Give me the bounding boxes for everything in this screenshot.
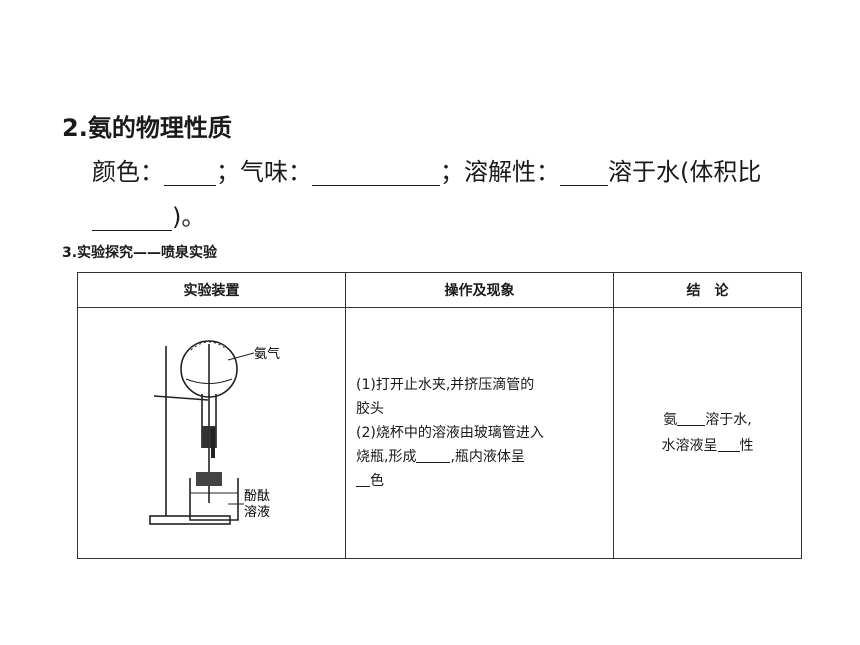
header-operation: 操作及现象: [345, 272, 614, 308]
phenolphthalein-label: 酚酞: [244, 489, 270, 504]
operation-line-1: (1)打开止水夹,并挤压滴管的: [356, 377, 535, 393]
section-3-title: 3.实验探究——喷泉实验: [62, 245, 218, 261]
conclusion-line-2: 水溶液呈 性: [614, 433, 801, 459]
color-blank[interactable]: [164, 161, 216, 186]
table-row: 氨气 酚酞 溶液 (1)打开止水夹,并挤压滴管的 胶头 (2)烧杯中的溶液由玻璃…: [77, 307, 802, 559]
smell-blank[interactable]: [312, 161, 440, 186]
operation-line-5-text: 色: [370, 473, 384, 489]
table-header-row: 实验装置 操作及现象 结 论: [77, 272, 802, 308]
operation-line-3: (2)烧杯中的溶液由玻璃管进入: [356, 425, 544, 441]
apparatus-cell: 氨气 酚酞 溶液: [77, 307, 346, 559]
conclusion-line-2b: 性: [739, 438, 754, 454]
conclusion-line-1b: 溶于水,: [705, 412, 752, 428]
color-label: 颜色：: [92, 158, 164, 186]
solubility-tail: 溶于水(体积比: [608, 158, 762, 186]
smell-label: ；气味：: [216, 158, 312, 186]
fountain-apparatus-diagram: 氨气 酚酞 溶液: [149, 340, 280, 525]
ammonia-properties-line-1: 颜色： ；气味： ；溶解性： 溶于水(体积比: [92, 152, 761, 187]
experiment-table: 实验装置 操作及现象 结 论: [77, 272, 802, 559]
section-2-title: 2.氨的物理性质: [62, 114, 232, 142]
conclusion-cell: 氨 溶于水, 水溶液呈 性: [613, 307, 802, 559]
operation-line-4b: ,瓶内液体呈: [450, 449, 525, 465]
conclusion-line-2a: 水溶液呈: [661, 438, 718, 454]
fountain-blank[interactable]: [416, 447, 451, 463]
liquid-color-blank[interactable]: [356, 471, 370, 487]
operation-line-4: 烧瓶,形成 ,瓶内液体呈: [356, 445, 605, 469]
volume-ratio-blank[interactable]: [92, 206, 172, 231]
operation-line-2: 胶头: [356, 401, 384, 417]
header-conclusion: 结 论: [613, 272, 802, 308]
acidity-blank[interactable]: [717, 436, 740, 452]
solution-label: 溶液: [244, 505, 270, 520]
solubility-degree-blank[interactable]: [677, 410, 706, 426]
conclusion-line-1: 氨 溶于水,: [614, 407, 801, 433]
clamp-arm: [153, 395, 209, 401]
operation-cell: (1)打开止水夹,并挤压滴管的 胶头 (2)烧杯中的溶液由玻璃管进入 烧瓶,形成…: [345, 307, 614, 559]
operation-line-4a: 烧瓶,形成: [356, 449, 417, 465]
beaker: [189, 478, 239, 521]
header-apparatus: 实验装置: [77, 272, 346, 308]
operation-line-5: 色: [356, 469, 605, 493]
solubility-blank[interactable]: [560, 161, 608, 186]
ammonia-gas-label: 氨气: [254, 346, 280, 362]
water-clamp: [196, 472, 222, 486]
solubility-label: ；溶解性：: [440, 158, 560, 186]
conclusion-line-1a: 氨: [663, 412, 678, 428]
dropper-bulb: [211, 428, 215, 458]
line-2-tail: )。: [172, 203, 206, 231]
ammonia-properties-line-2: )。: [92, 197, 205, 232]
